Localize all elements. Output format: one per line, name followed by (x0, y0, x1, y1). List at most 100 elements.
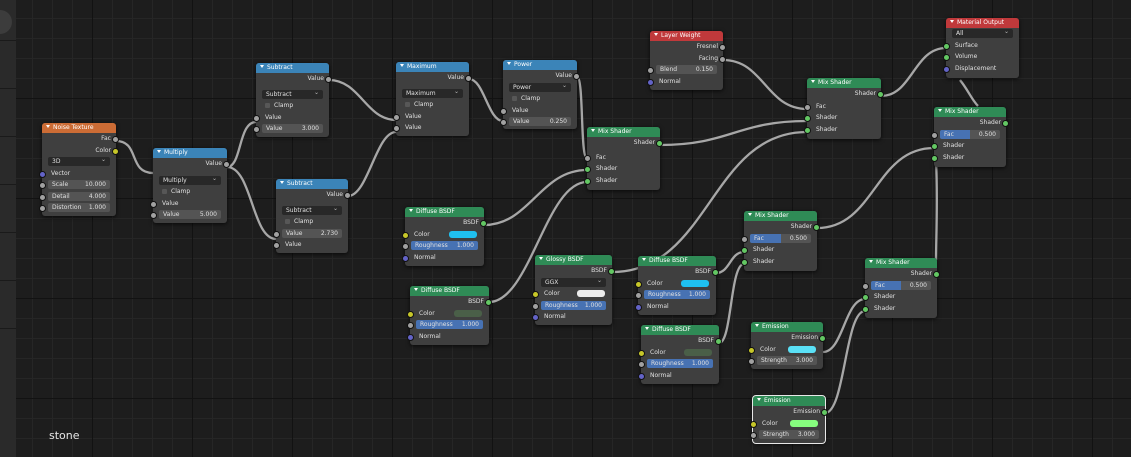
socket[interactable] (253, 126, 260, 133)
socket[interactable] (862, 305, 869, 313)
socket[interactable] (741, 247, 748, 254)
socket[interactable] (325, 76, 332, 83)
node-header[interactable]: Material Output (946, 18, 1019, 28)
target-dropdown[interactable]: All (952, 29, 1013, 38)
socket[interactable] (719, 44, 726, 51)
color-swatch[interactable] (788, 345, 816, 353)
socket[interactable] (933, 271, 940, 278)
socket[interactable] (150, 212, 157, 219)
socket[interactable] (500, 119, 507, 126)
socket[interactable] (39, 182, 46, 189)
color-swatch[interactable] (454, 309, 482, 317)
socket[interactable] (407, 333, 414, 341)
node-header[interactable]: Mix Shader (865, 258, 937, 268)
node-material-output[interactable]: Material Output All Surface Volume Displ… (943, 18, 1019, 78)
toolbar-toggle[interactable] (0, 10, 12, 34)
node-header[interactable]: Maximum (396, 62, 469, 72)
node-header[interactable]: Noise Texture (42, 123, 116, 133)
socket[interactable] (532, 314, 539, 321)
collapse-icon[interactable] (260, 65, 264, 68)
collapse-icon[interactable] (46, 125, 50, 128)
node-header[interactable]: Power (503, 60, 577, 70)
socket[interactable] (748, 358, 755, 365)
socket[interactable] (931, 143, 938, 150)
node-glossy-bsdf[interactable]: Glossy BSDF BSDF GGX Color Roughness1.00… (532, 255, 615, 325)
socket[interactable] (750, 432, 757, 439)
socket[interactable] (656, 140, 663, 147)
collapse-icon[interactable] (591, 129, 595, 132)
socket[interactable] (819, 335, 826, 342)
dimension-dropdown[interactable]: 3D (48, 157, 110, 166)
socket[interactable] (712, 269, 719, 276)
clamp-checkbox[interactable] (512, 96, 517, 101)
collapse-icon[interactable] (642, 258, 646, 261)
socket[interactable] (821, 409, 828, 416)
node-header[interactable]: Diffuse BSDF (641, 325, 719, 335)
node-header[interactable]: Mix Shader (587, 127, 660, 137)
collapse-icon[interactable] (409, 209, 413, 212)
collapse-icon[interactable] (280, 181, 284, 184)
socket[interactable] (1002, 120, 1009, 127)
node-header[interactable]: Multiply (153, 148, 227, 158)
socket[interactable] (465, 75, 472, 82)
socket[interactable] (943, 54, 950, 61)
socket[interactable] (862, 282, 869, 290)
socket[interactable] (584, 177, 591, 185)
node-header[interactable]: Emission (753, 396, 825, 406)
socket[interactable] (112, 147, 119, 155)
socket[interactable] (813, 224, 820, 231)
socket[interactable] (485, 299, 492, 306)
socket[interactable] (112, 136, 119, 143)
socket[interactable] (750, 420, 757, 428)
socket[interactable] (931, 131, 938, 139)
collapse-icon[interactable] (938, 109, 942, 112)
socket[interactable] (862, 294, 869, 301)
socket[interactable] (748, 346, 755, 354)
node-noise-texture[interactable]: Noise Texture Fac Color 3D Vector Scale1… (39, 123, 119, 216)
collapse-icon[interactable] (539, 257, 543, 260)
color-swatch[interactable] (681, 279, 709, 287)
socket[interactable] (931, 154, 938, 162)
socket[interactable] (39, 170, 46, 178)
collapse-icon[interactable] (748, 213, 752, 216)
socket[interactable] (402, 243, 409, 250)
node-math-multiply[interactable]: Multiply Value Multiply Clamp Value Valu… (150, 148, 230, 223)
socket[interactable] (638, 372, 645, 380)
collapse-icon[interactable] (157, 150, 161, 153)
clamp-checkbox[interactable] (265, 103, 270, 108)
node-header[interactable]: Emission (751, 322, 823, 332)
socket[interactable] (407, 310, 414, 318)
socket[interactable] (584, 166, 591, 173)
socket[interactable] (804, 115, 811, 122)
collapse-icon[interactable] (645, 327, 649, 330)
clamp-checkbox[interactable] (285, 219, 290, 224)
distribution-dropdown[interactable]: GGX (541, 277, 606, 287)
socket[interactable] (635, 292, 642, 299)
node-header[interactable]: Mix Shader (934, 107, 1006, 117)
socket[interactable] (393, 113, 400, 121)
socket[interactable] (635, 280, 642, 288)
collapse-icon[interactable] (811, 80, 815, 83)
socket[interactable] (647, 78, 654, 86)
socket[interactable] (532, 291, 539, 298)
clamp-checkbox[interactable] (405, 102, 410, 107)
socket[interactable] (635, 303, 642, 311)
socket[interactable] (39, 205, 46, 212)
collapse-icon[interactable] (950, 20, 954, 23)
socket[interactable] (402, 254, 409, 262)
